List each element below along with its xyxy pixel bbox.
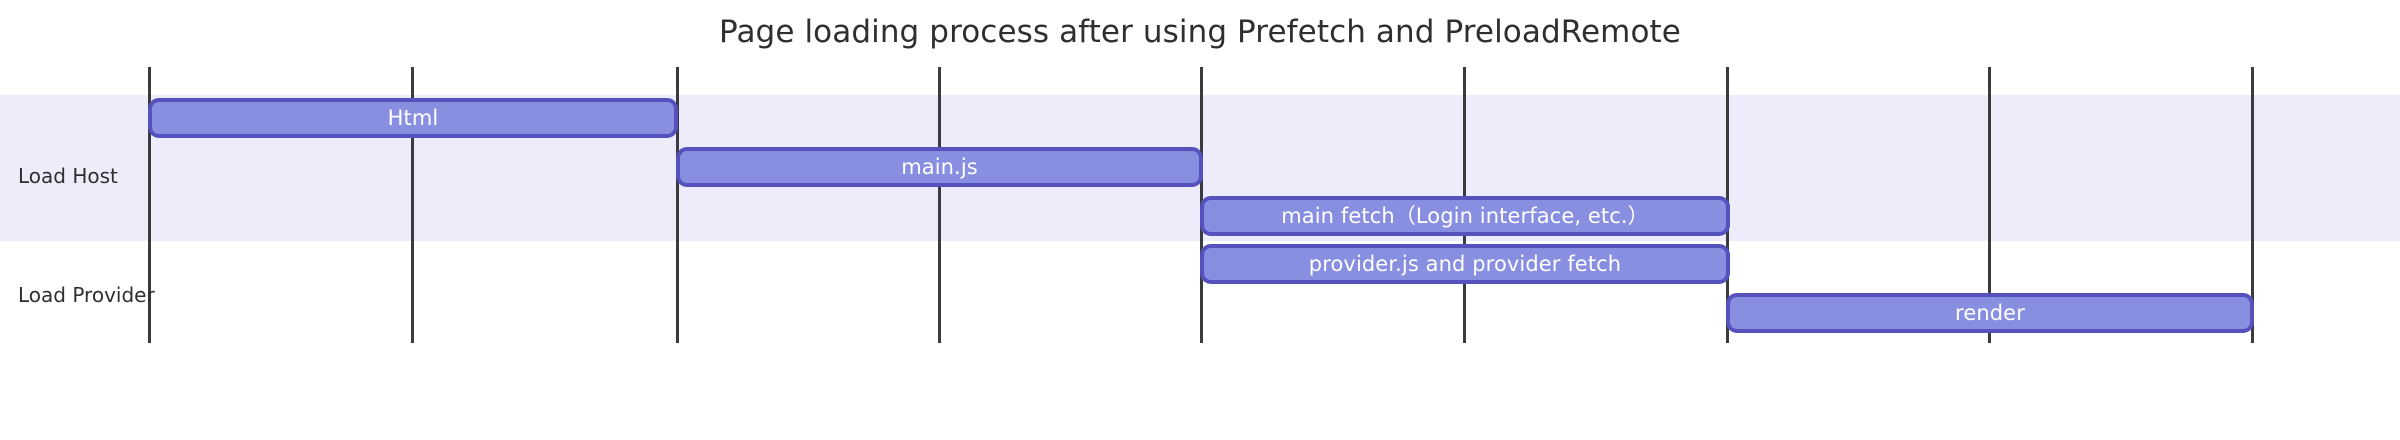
task-bar-html[interactable]: Html — [148, 98, 678, 138]
gridline-8 — [2251, 67, 2254, 343]
task-bar-label-main-js: main.js — [901, 154, 978, 179]
chart-title: Page loading process after using Prefetc… — [719, 14, 1681, 50]
task-bar-main-js[interactable]: main.js — [676, 147, 1203, 187]
gridline-3 — [938, 67, 941, 343]
row-label-load-provider: Load Provider — [18, 283, 155, 307]
task-bar-label-main-fetch: main fetch（Login interface, etc.） — [1281, 203, 1649, 228]
row-label-load-host: Load Host — [18, 164, 118, 188]
task-bar-render[interactable]: render — [1726, 293, 2254, 333]
task-bar-label-html: Html — [387, 105, 439, 130]
task-bar-label-render: render — [1955, 300, 2025, 325]
task-bar-provider-js[interactable]: provider.js and provider fetch — [1200, 244, 1730, 284]
gridline-0 — [148, 67, 151, 343]
task-bar-label-provider-js: provider.js and provider fetch — [1308, 251, 1622, 276]
gridline-7 — [1988, 67, 1991, 343]
gridline-1 — [411, 67, 414, 343]
task-bar-main-fetch[interactable]: main fetch（Login interface, etc.） — [1200, 196, 1730, 236]
gridline-2 — [676, 67, 679, 343]
